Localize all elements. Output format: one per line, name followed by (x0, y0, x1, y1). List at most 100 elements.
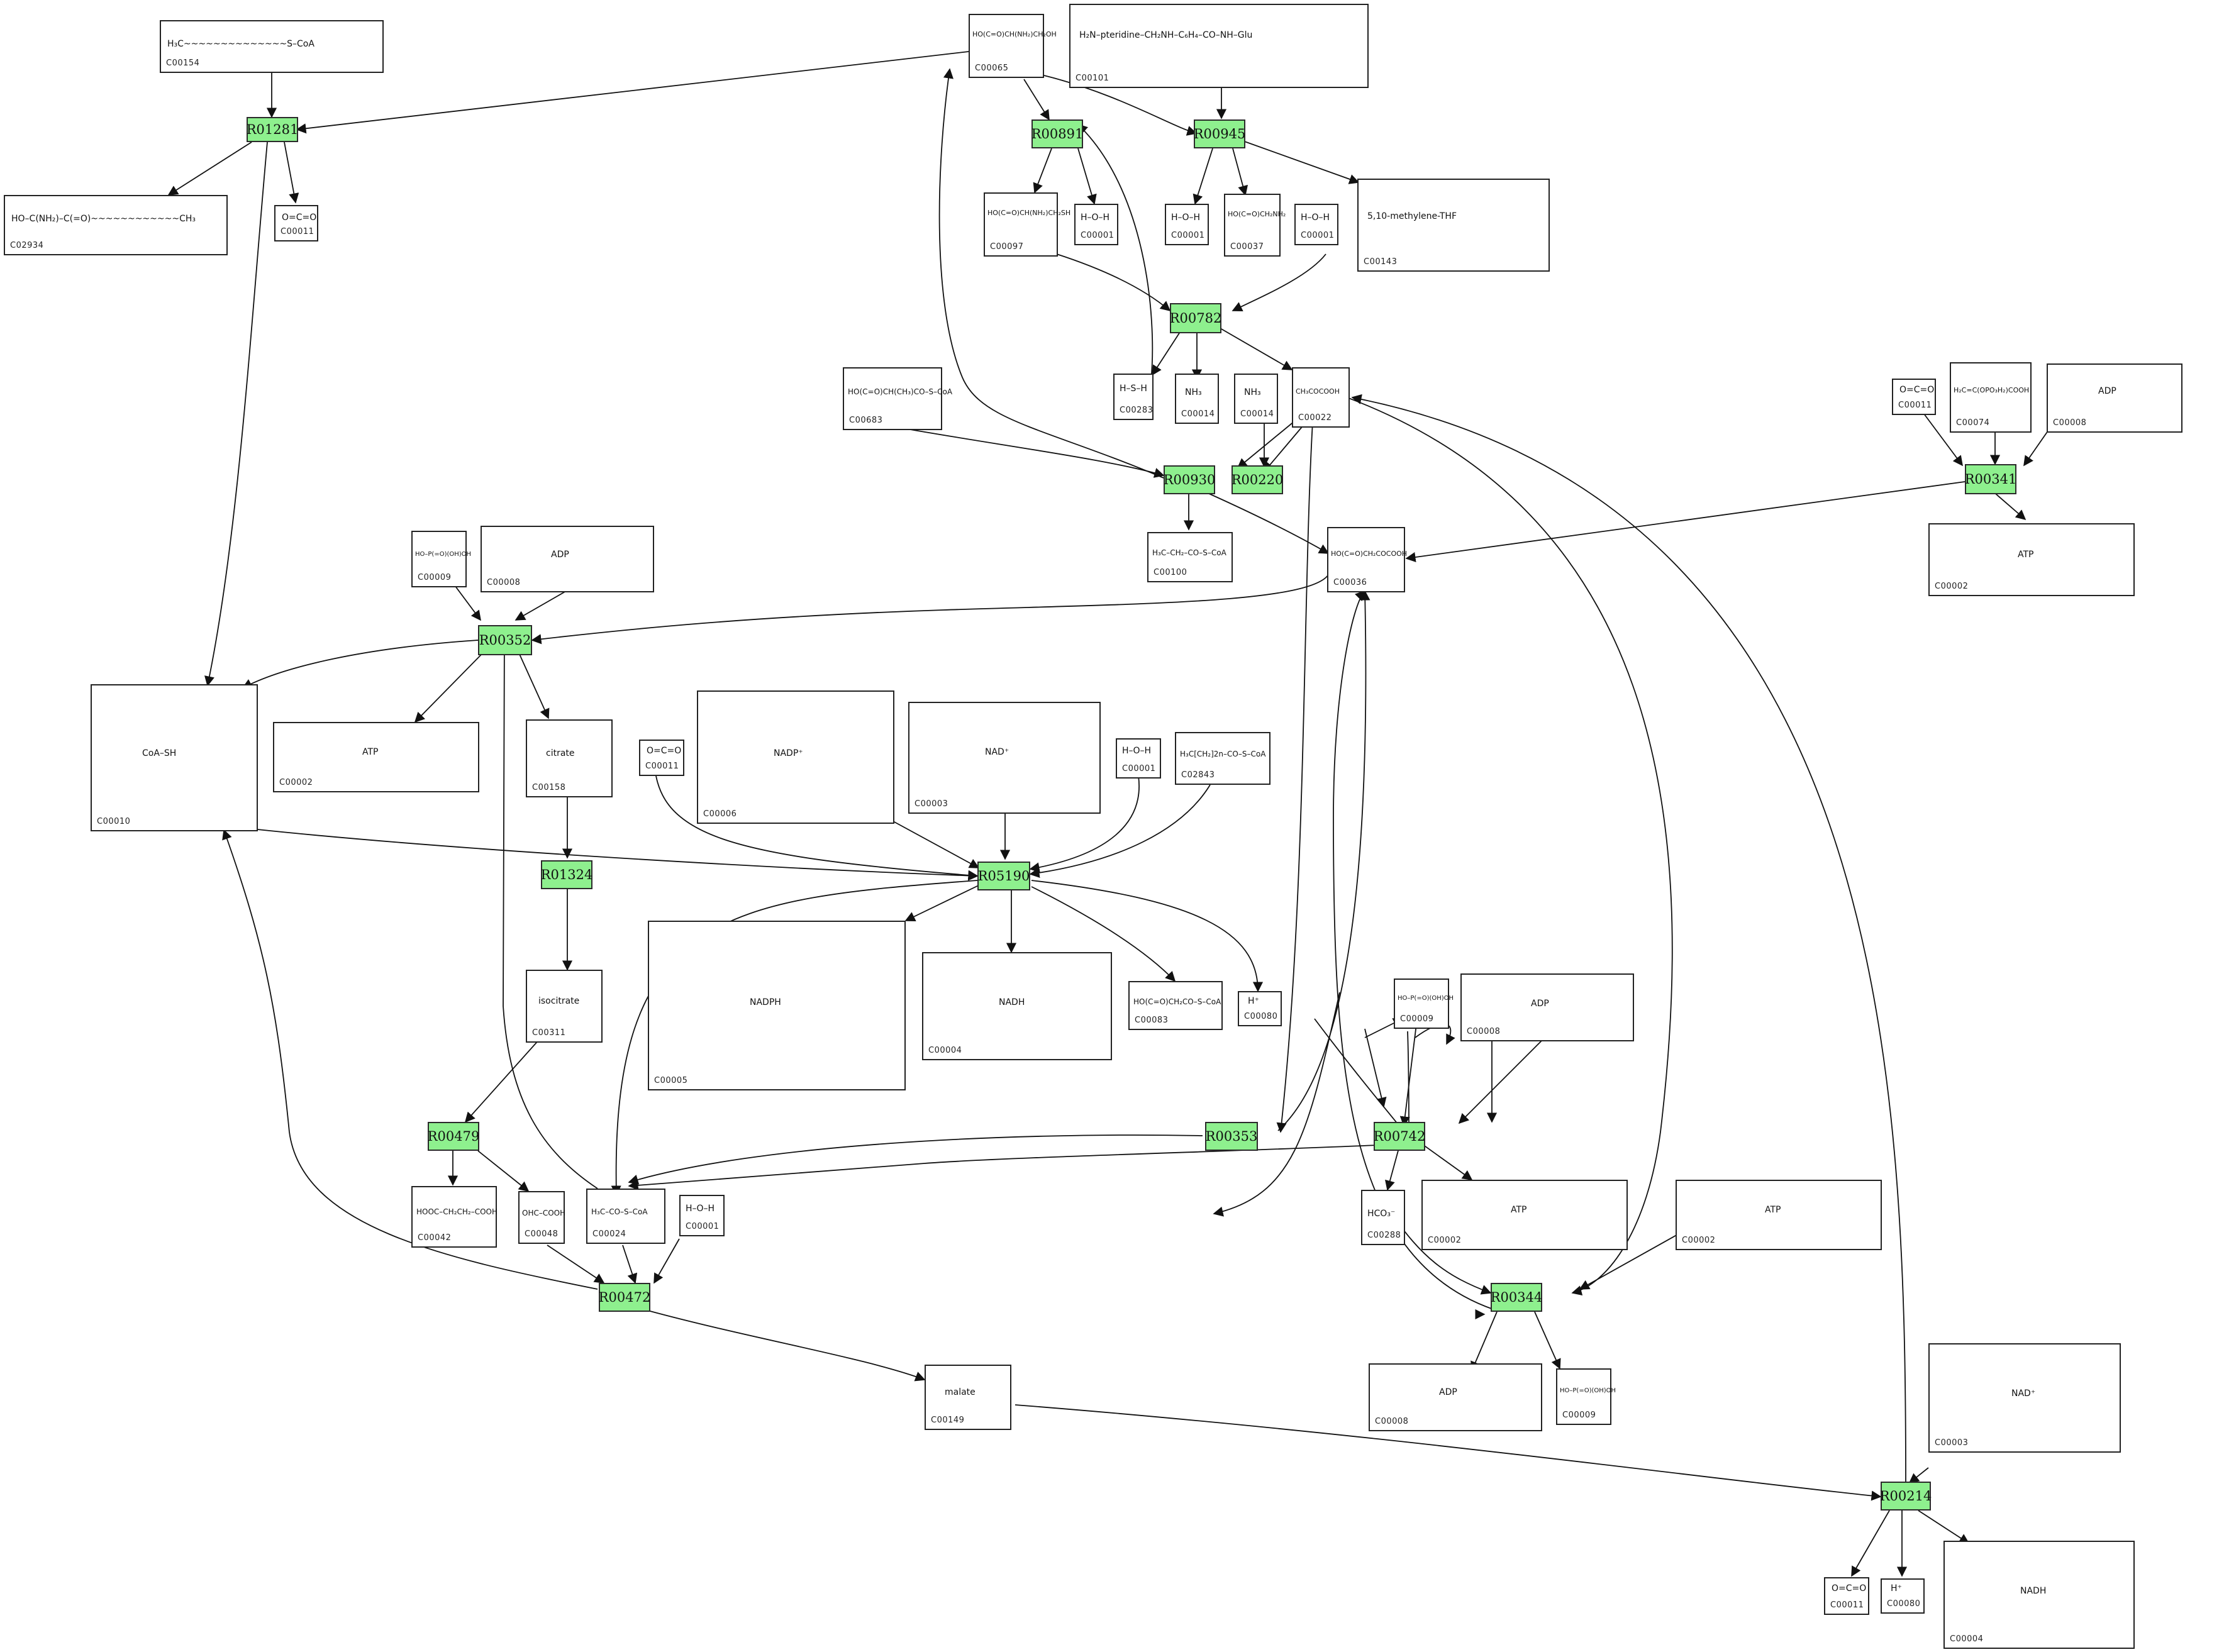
reaction-R00341[interactable]: R00341 (1965, 464, 2016, 494)
structure-formula: H₃C–CO–S–CoA (591, 1207, 648, 1216)
compound-box[interactable]: NAD⁺C00003 (908, 702, 1101, 814)
edge (204, 141, 268, 687)
reaction-R01281[interactable]: R01281 (247, 117, 298, 142)
compound-id: C00065 (975, 64, 1009, 73)
compound-id: C00001 (1122, 764, 1156, 773)
edge (1422, 1144, 1473, 1180)
reaction-R00479[interactable]: R00479 (428, 1122, 479, 1151)
edge (242, 640, 479, 689)
reaction-R00472[interactable]: R00472 (599, 1283, 650, 1312)
reaction-R00353[interactable]: R00353 (1205, 1122, 1258, 1151)
reaction-R00930[interactable]: R00930 (1164, 465, 1215, 494)
reaction-label: R05190 (977, 868, 1030, 884)
reaction-R00220[interactable]: R00220 (1232, 465, 1283, 494)
structure-formula: OHC–COOH (522, 1209, 566, 1217)
reaction-R00891[interactable]: R00891 (1031, 119, 1083, 148)
reaction-R00782[interactable]: R00782 (1170, 303, 1221, 333)
compound-box[interactable]: H⁺C00080 (1238, 991, 1282, 1026)
edge (1325, 389, 1673, 1296)
compound-id: C02843 (1181, 770, 1215, 780)
structure-formula: HO(C=O)CH(NH₂)CH₂SH (987, 209, 1071, 217)
compound-box[interactable]: NAD⁺C00003 (1928, 1343, 2121, 1453)
edge (1029, 784, 1211, 878)
structure-formula: ATP (1511, 1205, 1527, 1215)
reaction-R00352[interactable]: R00352 (478, 625, 532, 655)
reaction-R05190[interactable]: R05190 (977, 862, 1030, 890)
compound-id: C00283 (1120, 406, 1154, 415)
compound-box[interactable]: H⁺C00080 (1881, 1578, 1925, 1614)
edge (904, 884, 982, 921)
edge (1918, 1510, 1970, 1544)
edge (653, 1238, 680, 1284)
reaction-R00945[interactable]: R00945 (1194, 119, 1245, 148)
compound-id: C00002 (279, 778, 313, 787)
reaction-R01324[interactable]: R01324 (541, 860, 592, 889)
structure-formula: HCO₃⁻ (1367, 1209, 1396, 1219)
compound-id: C00683 (849, 416, 883, 425)
structure-formula: H₃C~~~~~~~~~~~~~~S–CoA (167, 39, 314, 49)
structure-formula: H₂N–pteridine–CH₂NH–C₆H₄–CO–NH–Glu (1079, 30, 1253, 40)
compound-id: C00311 (532, 1028, 566, 1038)
compound-box[interactable]: HCO₃⁻C00288 (1361, 1190, 1405, 1245)
reaction-R00344[interactable]: R00344 (1491, 1283, 1542, 1312)
edge (1023, 79, 1050, 121)
edge (1031, 880, 1264, 992)
reaction-R00742[interactable]: R00742 (1374, 1122, 1425, 1151)
compound-id: C00006 (703, 809, 737, 819)
edge (464, 1037, 542, 1123)
reaction-label: R00341 (1964, 472, 2017, 487)
compound-id: C00003 (1935, 1438, 1969, 1448)
compound-box[interactable]: NADP⁺C00006 (697, 690, 894, 824)
reaction-R00214[interactable]: R00214 (1880, 1482, 1932, 1511)
reaction-label: R00742 (1373, 1129, 1426, 1144)
